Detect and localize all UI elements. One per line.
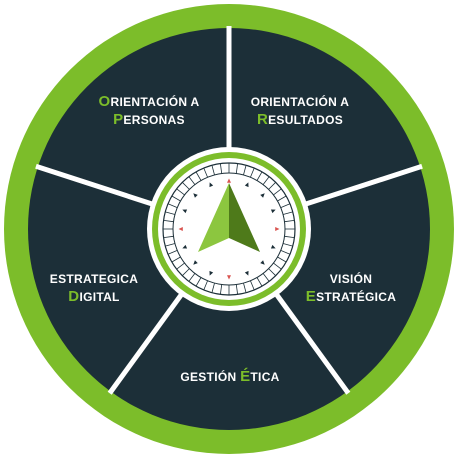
compass-tick (195, 277, 202, 287)
compass-tick (188, 273, 196, 282)
compass-tick (250, 280, 255, 291)
segment-text: ORIENTACIÓN A (250, 95, 350, 109)
compass-tick (262, 273, 270, 282)
segment-label-gestion-etica: GESTIÓN ÉTICA (180, 368, 279, 386)
compass-tick (176, 262, 185, 270)
segment-text: GESTIÓN (180, 370, 241, 384)
compass-tick (273, 262, 282, 270)
compass-marker (178, 227, 183, 231)
segment-label-estrategica-digital: ESTRATEGICA DIGITAL (50, 270, 138, 306)
compass-marker (182, 244, 188, 249)
compass-marker (193, 260, 198, 265)
compass-tick (282, 243, 293, 247)
compass-tick (167, 203, 178, 208)
compass-marker (270, 244, 276, 249)
compass-tick (195, 171, 202, 181)
compass-tick (182, 268, 190, 276)
compass-tick (219, 163, 223, 174)
compass-tick (243, 282, 247, 293)
compass-tick (284, 219, 295, 223)
compass-tick (211, 282, 215, 293)
compass-marker (275, 227, 280, 231)
segment-text: IGITAL (79, 290, 120, 304)
compass-tick (273, 188, 282, 196)
segment-text: ESTRATEGICA (49, 272, 139, 286)
compass-tick (182, 182, 190, 190)
separator-line (304, 163, 423, 207)
segment-label-vision-estrategica: VISIÓN ESTRATÉGICA (306, 270, 396, 306)
segment-cap-letter: R (256, 111, 269, 128)
compass-tick (284, 235, 295, 239)
compass-marker (227, 275, 231, 280)
compass-tick (280, 250, 291, 255)
compass-tick (262, 176, 270, 185)
compass-tick (188, 176, 196, 185)
segment-text: RIENTACIÓN A (110, 95, 200, 109)
compass-tick (256, 171, 263, 181)
compass-tick (256, 277, 263, 287)
compass-tick (167, 250, 178, 255)
compass-tick (235, 284, 239, 295)
compass-tick (163, 219, 174, 223)
segment-cap-letter: É (240, 368, 251, 385)
segment-text: ESULTADOS (268, 113, 344, 127)
segment-text: TICA (250, 370, 280, 384)
segment-cap-letter: D (68, 288, 80, 305)
compass-tick (243, 165, 247, 176)
separator-line (274, 292, 351, 395)
compass-marker (182, 209, 188, 214)
compass-tick (203, 280, 208, 291)
compass-marker (209, 270, 214, 276)
compass-tick (277, 256, 287, 263)
compass-marker (244, 270, 249, 276)
compass-tick (171, 195, 181, 202)
compass-tick (163, 235, 174, 239)
compass-arrow-icon (198, 183, 260, 252)
compass-tick (277, 195, 287, 202)
segment-label-orientacion-personas: ORIENTACIÓN A PERSONAS (99, 93, 200, 129)
compass-tick (165, 211, 176, 215)
compass-tick (268, 268, 276, 276)
segment-label-orientacion-resultados: ORIENTACIÓN A RESULTADOS (251, 93, 350, 129)
segment-cap-letter: P (113, 111, 124, 128)
segment-text: ERSONAS (123, 113, 185, 127)
compass-tick (250, 167, 255, 178)
compass-tick (203, 167, 208, 178)
separator-line (107, 292, 184, 395)
compass-tick (280, 203, 291, 208)
segment-separators (35, 26, 423, 395)
compass-tick (268, 182, 276, 190)
compass-tick (165, 243, 176, 247)
compass-tick (282, 211, 293, 215)
compass-tick (176, 188, 185, 196)
compass-marker (193, 193, 198, 198)
compass-marker (260, 260, 265, 265)
compass-marker (244, 182, 249, 188)
compass-marker (270, 209, 276, 214)
compass-marker (209, 182, 214, 188)
compass-tick (235, 163, 239, 174)
compass-tick (171, 256, 181, 263)
segment-text: VISIÓN (329, 272, 373, 286)
segment-cap-letter: O (98, 93, 111, 110)
compass-marker (227, 178, 231, 183)
separator-line (35, 163, 154, 207)
ring-highlight (42, 56, 82, 100)
segment-cap-letter: E (305, 288, 317, 305)
compass-tick (219, 284, 223, 295)
compass-tick (211, 165, 215, 176)
compass-dial (162, 162, 296, 296)
segment-text: STRATÉGICA (316, 290, 397, 304)
compass-marker (260, 193, 265, 198)
